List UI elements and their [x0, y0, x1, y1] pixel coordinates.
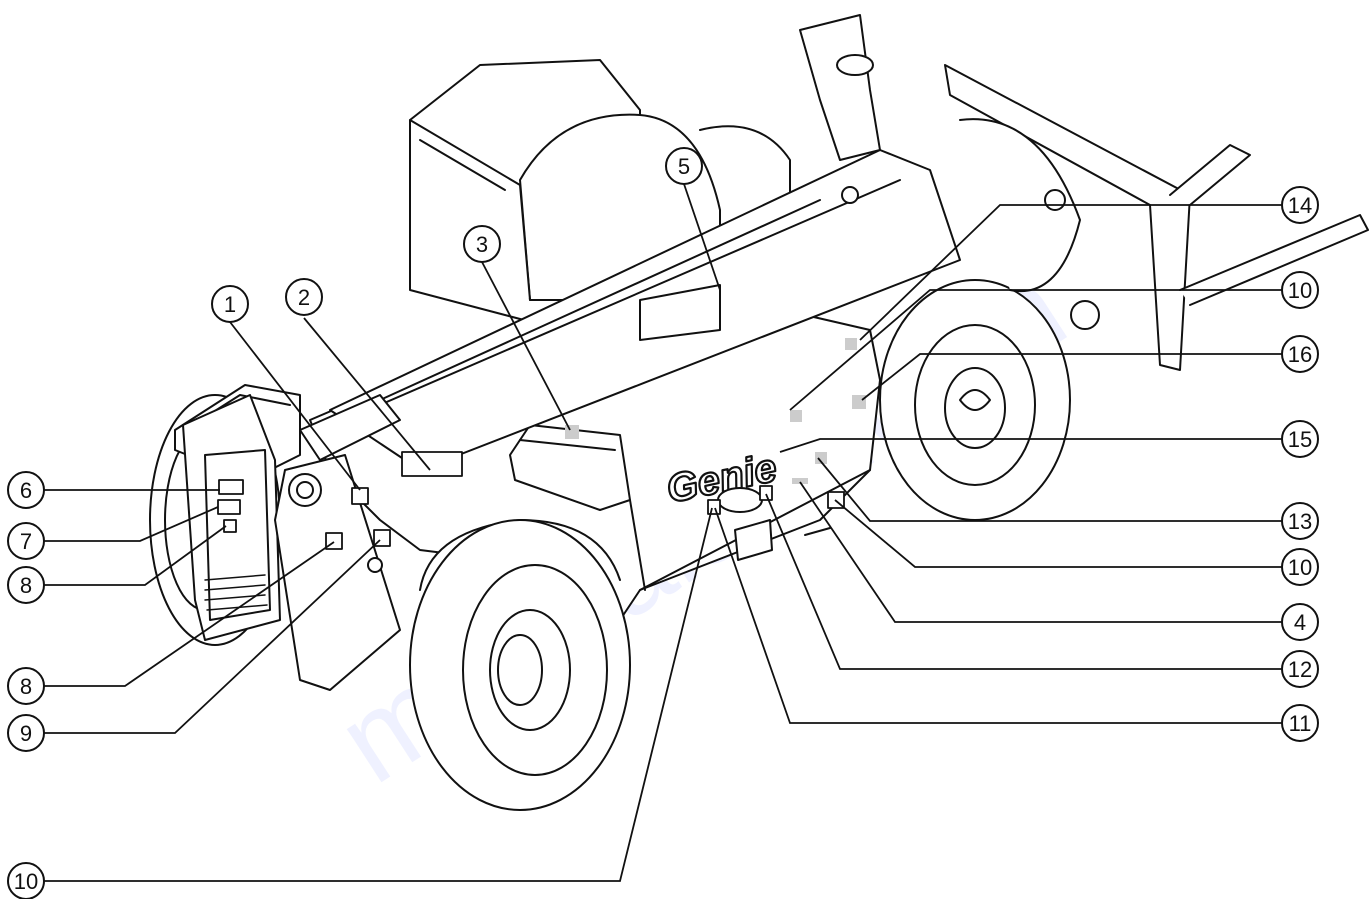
callout-label: 10 — [1288, 555, 1312, 580]
callout-label: 5 — [678, 154, 690, 179]
callout-label: 2 — [298, 285, 310, 310]
callout-circle — [1281, 502, 1319, 540]
callout-label: 15 — [1288, 427, 1312, 452]
callout-10: 10 — [1281, 548, 1319, 586]
callout-15: 15 — [1281, 420, 1319, 458]
callout-circle — [7, 522, 45, 560]
callout-1: 1 — [211, 285, 249, 323]
callout-10: 10 — [1281, 271, 1319, 309]
boom-lift-arm — [799, 14, 881, 161]
callout-circle — [1281, 704, 1319, 742]
front-right-wheel — [879, 279, 1071, 521]
callout-circle — [7, 471, 45, 509]
callout-label: 14 — [1288, 193, 1312, 218]
callout-circle — [1281, 420, 1319, 458]
callout-7: 7 — [7, 522, 45, 560]
callout-label: 10 — [14, 869, 38, 894]
telescopic-boom — [299, 149, 961, 471]
callout-circle — [7, 667, 45, 705]
callout-label: 11 — [1289, 711, 1312, 736]
callout-label: 6 — [20, 478, 32, 503]
callout-circle — [285, 278, 323, 316]
callout-12: 12 — [1281, 650, 1319, 688]
callout-9: 9 — [7, 714, 45, 752]
callout-label: 1 — [224, 292, 236, 317]
callout-circle — [211, 285, 249, 323]
callout-label: 9 — [20, 721, 32, 746]
callout-circle — [7, 566, 45, 604]
rear-fender — [274, 454, 401, 691]
callout-13: 13 — [1281, 502, 1319, 540]
callout-5: 5 — [665, 147, 703, 185]
callout-label: 7 — [20, 529, 32, 554]
callout-6: 6 — [7, 471, 45, 509]
callout-label: 8 — [20, 573, 32, 598]
callout-16: 16 — [1281, 335, 1319, 373]
leader-lines — [44, 183, 1282, 882]
callout-label: 12 — [1288, 657, 1312, 682]
callout-10: 10 — [7, 862, 45, 899]
callout-label: 16 — [1288, 342, 1312, 367]
callout-14: 14 — [1281, 186, 1319, 224]
callout-circle — [1281, 271, 1319, 309]
callout-label: 3 — [476, 232, 488, 257]
callout-8: 8 — [7, 667, 45, 705]
callout-circle — [665, 147, 703, 185]
callout-circle — [463, 225, 501, 263]
callout-circle — [1281, 548, 1319, 586]
callout-label: 8 — [20, 674, 32, 699]
callout-11: 11 — [1281, 704, 1319, 742]
callout-circle — [7, 714, 45, 752]
callout-circle — [7, 862, 45, 899]
callout-label: 13 — [1288, 509, 1312, 534]
callout-8: 8 — [7, 566, 45, 604]
callout-circle — [1281, 186, 1319, 224]
front-left-wheel — [409, 519, 631, 811]
callout-4: 4 — [1281, 603, 1319, 641]
callout-circle — [1281, 603, 1319, 641]
callout-circle — [1281, 335, 1319, 373]
decal-markers — [217, 338, 866, 550]
callout-2: 2 — [285, 278, 323, 316]
callout-circle — [1281, 650, 1319, 688]
callout-label: 10 — [1288, 278, 1312, 303]
callout-3: 3 — [463, 225, 501, 263]
callout-label: 4 — [1294, 610, 1306, 635]
